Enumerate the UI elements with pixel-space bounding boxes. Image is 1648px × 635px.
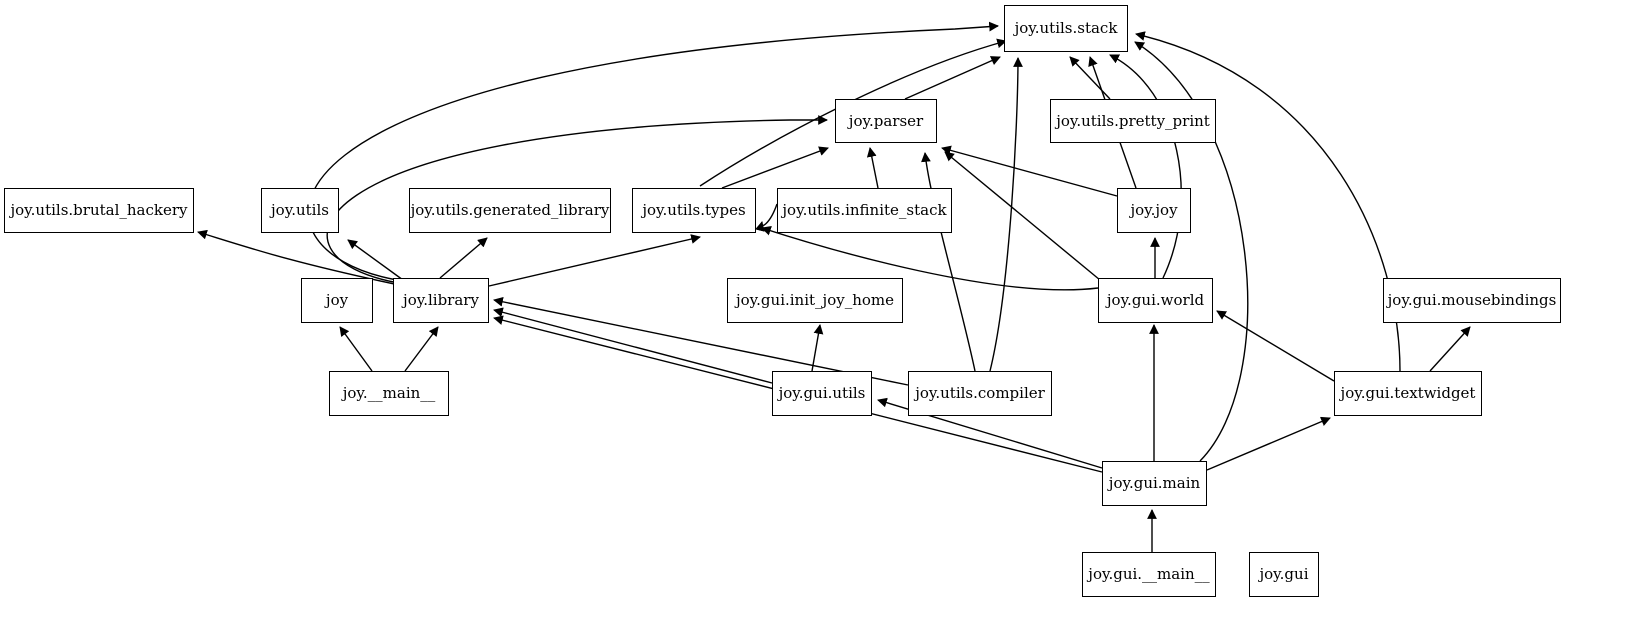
graph-node-joy-library[interactable]: joy.library [393,278,489,323]
graph-node-joy-utils-brutal-hackery[interactable]: joy.utils.brutal_hackery [4,188,194,233]
graph-node-joy---main--[interactable]: joy.__main__ [329,371,449,416]
graph-edge [989,57,1023,372]
graph-node-joy-gui-world[interactable]: joy.gui.world [1098,278,1213,323]
graph-node-joy-gui-main[interactable]: joy.gui.main [1102,461,1207,506]
graph-node-label: joy.gui.textwidget [1340,384,1476,402]
graph-node-label: joy.utils.generated_library [410,201,610,219]
graph-edge [941,145,1118,197]
graph-edge [347,239,404,281]
graph-node-joy-parser[interactable]: joy.parser [835,99,937,143]
graph-node-label: joy.__main__ [342,384,436,402]
graph-edge [339,326,373,372]
graph-node-label: joy.utils.compiler [915,384,1045,402]
graph-node-joy-utils-compiler[interactable]: joy.utils.compiler [908,371,1052,416]
graph-node-label: joy.utils.stack [1014,19,1118,37]
graph-edge [493,296,909,386]
graph-edge [1216,310,1335,382]
graph-node-label: joy.gui [1259,565,1309,583]
graph-node-label: joy.gui.main [1108,474,1201,492]
graph-edge [307,21,999,281]
graph-node-joy-gui[interactable]: joy.gui [1249,552,1319,597]
graph-node-label: joy.utils.brutal_hackery [10,201,188,219]
graph-edge [866,147,879,189]
graph-node-label: joy.joy [1130,201,1178,219]
graph-edge [721,146,829,189]
graph-node-joy-gui---main--[interactable]: joy.gui.__main__ [1082,552,1216,597]
graph-edge [904,56,1001,100]
graph-node-joy-utils-types[interactable]: joy.utils.types [632,188,756,233]
graph-node-label: joy.parser [848,111,924,130]
graph-edge [921,152,976,372]
graph-edge [755,203,778,232]
graph-node-label: joy.utils.infinite_stack [782,201,947,219]
graph-node-label: joy.utils.types [642,201,746,219]
graph-node-joy-gui-textwidget[interactable]: joy.gui.textwidget [1334,371,1482,416]
graph-node-joy-utils[interactable]: joy.utils [261,188,339,233]
graph-edge [439,237,488,279]
graph-node-joy-gui-mousebindings[interactable]: joy.gui.mousebindings [1383,278,1561,323]
graph-node-label: joy.gui.__main__ [1088,565,1210,583]
graph-edge [1429,326,1471,372]
graph-edge [404,326,439,372]
graph-node-label: joy.gui.world [1106,291,1205,309]
graph-edge [1109,54,1182,279]
graph-node-joy-utils-infinite-stack[interactable]: joy.utils.infinite_stack [777,188,952,233]
graph-node-label: joy.gui.utils [778,384,866,402]
graph-node-joy-gui-init-joy-home[interactable]: joy.gui.init_joy_home [727,278,903,323]
graph-edge [1069,56,1111,100]
graph-node-label: joy [325,291,349,309]
graph-edge [944,151,1101,281]
graph-node-joy-utils-pretty-print[interactable]: joy.utils.pretty_print [1050,99,1216,143]
graph-edge [1206,416,1331,471]
graph-node-joy-utils-stack[interactable]: joy.utils.stack [1004,5,1128,52]
graph-node-label: joy.library [403,291,479,309]
graph-node-label: joy.gui.mousebindings [1387,291,1557,309]
graph-node-joy[interactable]: joy [301,278,373,323]
graph-edge [1134,41,1249,462]
graph-node-label: joy.gui.init_joy_home [736,291,894,309]
graph-edge [761,226,1099,291]
graph-edge [326,115,828,284]
graph-node-joy-gui-utils[interactable]: joy.gui.utils [772,371,872,416]
graph-edge [811,324,824,372]
graph-node-joy-joy[interactable]: joy.joy [1117,188,1191,233]
graph-node-joy-utils-generated-library[interactable]: joy.utils.generated_library [409,188,611,233]
graph-node-label: joy.utils.pretty_print [1056,111,1210,130]
graph-edge [197,229,400,286]
graph-edge [493,307,773,384]
graph-node-label: joy.utils [271,201,329,219]
graph-edge [488,234,701,287]
